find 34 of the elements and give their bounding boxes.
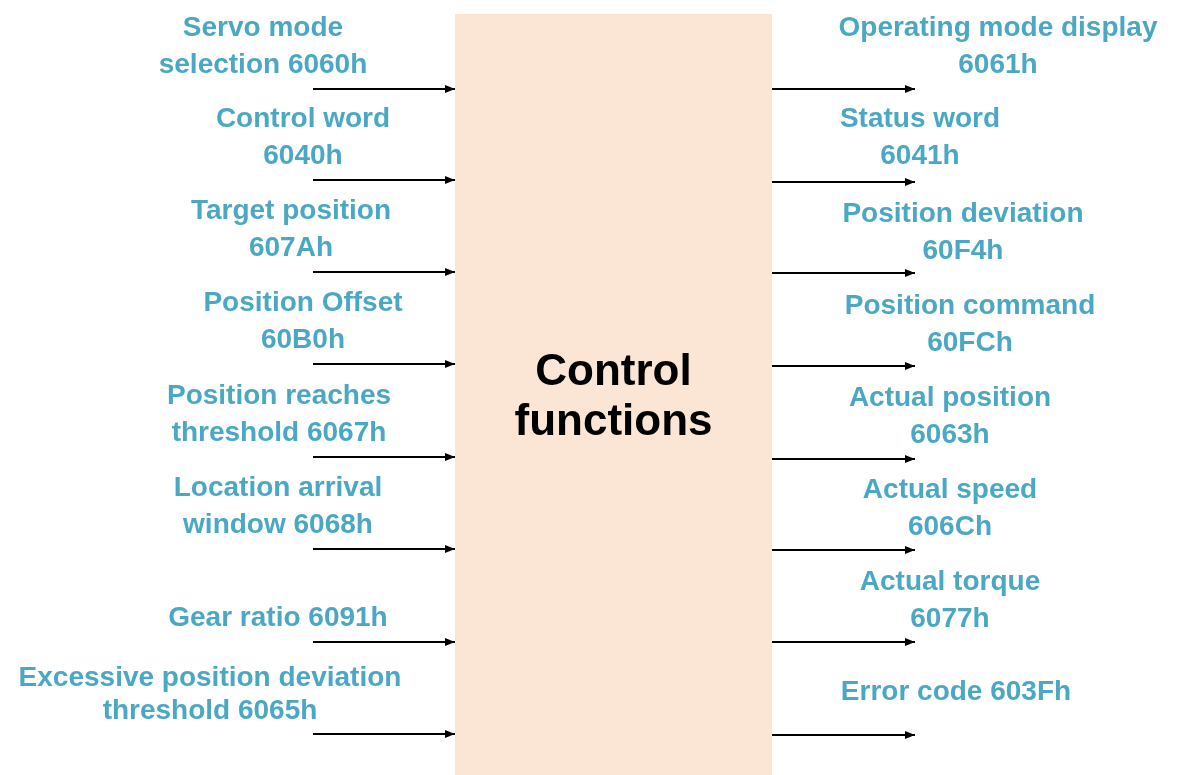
arrow (771, 362, 916, 370)
parameter-label: Position deviation 60F4h (841, 196, 1085, 267)
arrow (312, 268, 456, 276)
arrow (771, 731, 916, 739)
arrow (771, 546, 916, 554)
arrow (771, 638, 916, 646)
parameter-label: Servo mode selection 6060h (157, 10, 369, 81)
arrow (312, 730, 456, 738)
block-title: Control functions (513, 344, 714, 445)
arrow (312, 360, 456, 368)
arrow (312, 453, 456, 461)
parameter-label: Excessive position deviation threshold 6065h (17, 660, 403, 726)
parameter-label: Position command 60FCh (843, 288, 1097, 359)
parameter-label: Actual position 6063h (847, 380, 1053, 451)
arrow (771, 455, 916, 463)
function-block (455, 14, 772, 775)
parameter-label: Gear ratio 6091h (167, 600, 389, 634)
parameter-label: Position Offset 60B0h (202, 285, 404, 356)
parameter-label: Location arrival window 6068h (172, 470, 384, 541)
parameter-label: Actual speed 606Ch (861, 472, 1039, 543)
arrow (312, 85, 456, 93)
arrow (312, 545, 456, 553)
arrow (771, 269, 916, 277)
parameter-label: Error code 603Fh (839, 674, 1073, 708)
arrow (771, 178, 916, 186)
arrow (312, 176, 456, 184)
arrow (312, 638, 456, 646)
parameter-label: Status word 6041h (838, 101, 1002, 172)
parameter-label: Operating mode display 6061h (837, 10, 1159, 81)
parameter-label: Control word 6040h (214, 101, 392, 172)
parameter-label: Actual torque 6077h (858, 564, 1042, 635)
parameter-label: Position reaches threshold 6067h (165, 378, 393, 449)
arrow (771, 85, 916, 93)
parameter-label: Target position 607Ah (189, 193, 393, 264)
